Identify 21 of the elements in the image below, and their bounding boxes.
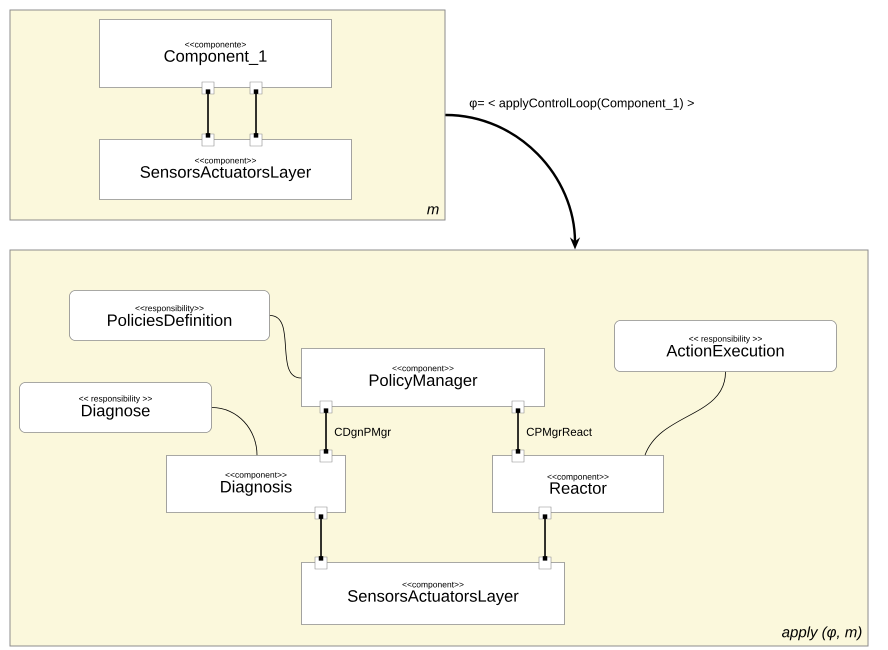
- edge-label: φ= < applyControlLoop(Component_1) >: [468, 97, 696, 111]
- responsibility-box: <<responsibility>> PoliciesDefinition: [69, 290, 270, 341]
- responsibility-box: << responsibility >> ActionExecution: [614, 320, 837, 372]
- connector: [512, 400, 524, 462]
- edge-label: CDgnPMgr: [333, 426, 392, 440]
- connector: [202, 82, 214, 146]
- component-box: <<component>> Diagnosis: [166, 455, 346, 513]
- component-box: <<component>> SensorsActuatorsLayer: [301, 562, 565, 625]
- responsibility-box: << responsibility >> Diagnose: [19, 382, 212, 433]
- leader-line: [270, 315, 302, 378]
- connector: [538, 506, 552, 570]
- connector: [250, 82, 262, 146]
- component-box: <<component>> Reactor: [492, 455, 664, 513]
- edge-label: CPMgrReact: [525, 426, 594, 440]
- component-box: <<componente> Component_1: [99, 19, 332, 88]
- leader-line: [212, 407, 258, 456]
- connector: [314, 506, 328, 570]
- component-box: <<component>> SensorsActuatorsLayer: [99, 139, 352, 200]
- component-box: <<component>> PolicyManager: [301, 348, 545, 407]
- leader-line: [644, 372, 726, 456]
- connector: [320, 400, 332, 462]
